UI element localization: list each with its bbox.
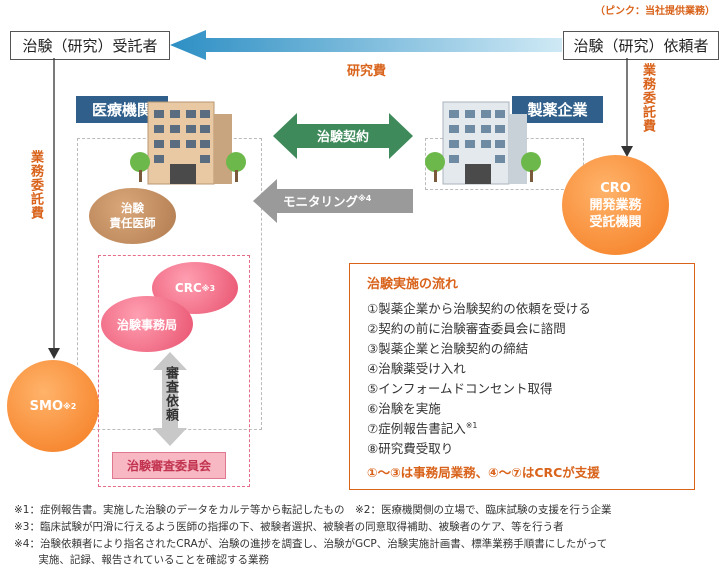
cro-circle: CRO 開発業務 受託機関 [562,155,669,255]
footnote-1: ※1：症例報告書。実施した治験のデータをカルテ等から転記したもの ※2：医療機関… [14,504,612,516]
monitoring-note: ※4 [358,193,372,203]
client-box: 治験（研究）依頼者 [563,31,719,60]
left-outsource-line [48,58,60,359]
smo-text: SMO [29,398,63,414]
pharma-building-icon [425,101,541,185]
left-outsource-label: 業務委託費 [28,150,43,220]
doctor-line-1: 治験 [121,201,144,215]
flow-step-4: ④治験薬受け入れ [367,361,466,376]
flow-step-2: ②契約の前に治験審査委員会に諮問 [367,321,566,336]
flow-box: 治験実施の流れ ①製薬企業から治験契約の依頼を受ける ②契約の前に治験審査委員会… [349,263,695,490]
crc-note: ※3 [201,283,216,293]
right-outsource-label: 業務委託費 [640,63,655,133]
office-text: 治験事務局 [116,317,177,332]
hospital-building-icon [130,101,246,185]
research-fee-label: 研究費 [347,64,387,79]
monitoring-label: モニタリング※4 [283,191,371,210]
review-request-label: 審査依頼 [163,366,178,422]
doctor-line-2: 責任医師 [109,216,156,230]
research-fee-arrow [170,30,562,60]
clinical-contract-arrow [273,113,413,159]
clinical-contract-label: 治験契約 [316,130,369,145]
cro-line-2: 開発業務 [589,197,642,213]
review-request-arrow [153,352,187,446]
flow-step-7: ⑦症例報告書記入※1 [367,418,478,437]
footnote-3: ※4：治験依頼者により指名されたCRAが、治験の進捗を調査し、治験がGCP、治験… [14,538,608,550]
irb-box: 治験審査委員会 [112,452,226,479]
crc-text: CRC [174,281,202,295]
legend-note: （ピンク：当社提供業務） [595,6,715,17]
flow-step-7-note: ※1 [465,420,478,430]
cro-line-3: 受託機関 [589,214,642,230]
cro-line-1: CRO [600,180,631,196]
flow-step-8: ⑧研究費受取り [367,441,454,456]
flow-step-1: ①製薬企業から治験契約の依頼を受ける [367,301,591,316]
flow-step-3: ③製薬企業と治験契約の締結 [367,341,529,356]
flow-step-7-text: ⑦症例報告書記入 [367,421,466,436]
smo-circle: SMO※2 [7,360,99,452]
smo-note: ※2 [63,401,77,411]
doctor-circle: 治験 責任医師 [89,188,176,244]
footnote-2: ※3：臨床試験が円滑に行えるよう医師の指揮の下、被験者選択、被験者の同意取得補助… [14,521,564,533]
flow-summary: ①〜③は事務局業務、④〜⑦はCRCが支援 [367,465,600,480]
footnote-4: 実施、記録、報告されていることを確認する業務 [14,554,270,566]
monitoring-arrow [253,179,413,223]
flow-step-6: ⑥治験を実施 [367,401,441,416]
right-outsource-line [621,58,633,157]
office-circle: 治験事務局 [101,296,193,352]
flow-step-5: ⑤インフォームドコンセント取得 [367,381,553,396]
flow-title: 治験実施の流れ [367,277,459,292]
pharma-label: 製薬企業 [512,96,603,123]
contractee-box: 治験（研究）受託者 [10,31,170,60]
monitoring-text: モニタリング [283,194,359,209]
irb-dashed-area [98,255,250,487]
